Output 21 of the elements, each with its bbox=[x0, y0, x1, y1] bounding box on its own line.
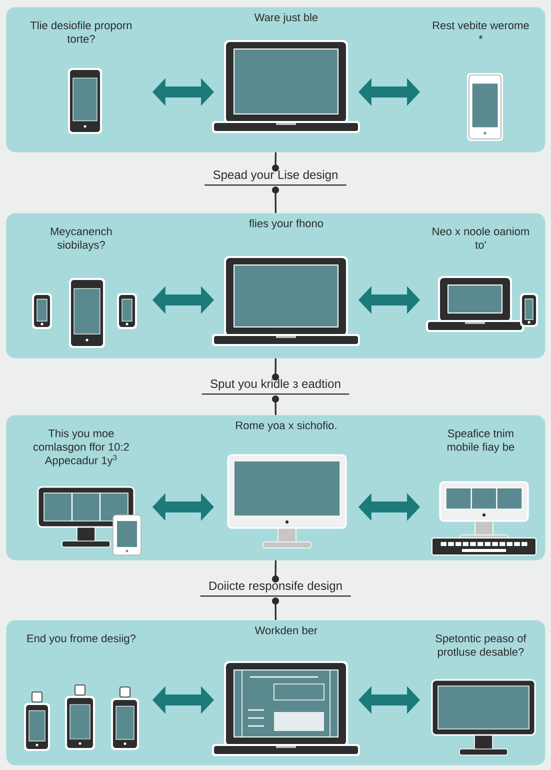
device-caption: Spetontic peaso of protluse desable? bbox=[436, 634, 526, 658]
pin-connector bbox=[272, 358, 279, 380]
device-caption: Rest vebite werome * bbox=[433, 21, 529, 39]
device-caption: Speafice tnim mobile fiay be bbox=[448, 429, 514, 453]
pin-connector bbox=[272, 152, 279, 172]
underlined-heading: Spead your Lise design bbox=[204, 170, 346, 186]
device-caption: Meycanench siobilays? bbox=[50, 227, 112, 251]
device-caption: Workden ber bbox=[254, 626, 318, 634]
pin-connector bbox=[272, 598, 279, 620]
device-caption: Ware just ble bbox=[254, 13, 318, 24]
device-caption: End you frome desiig? bbox=[27, 634, 136, 644]
device-caption: Neo x noole oaniom to' bbox=[432, 227, 529, 249]
device-caption: flies your fhono bbox=[249, 219, 324, 230]
underlined-heading: Doiicte responsife design bbox=[200, 581, 351, 597]
underlined-heading: Sput you kridle з eadtion bbox=[202, 379, 350, 395]
device-caption: This you moe comlasgon ffor 10:2 Appecadur 1y$^{3}$ bbox=[33, 429, 129, 466]
pin-connector bbox=[272, 560, 279, 582]
device-caption: Tlie desiofile proporn torte? bbox=[30, 21, 132, 43]
pin-connector bbox=[272, 186, 279, 213]
device-caption: Rome yoa x sichofio. bbox=[236, 421, 336, 432]
pin-connector bbox=[272, 396, 279, 416]
